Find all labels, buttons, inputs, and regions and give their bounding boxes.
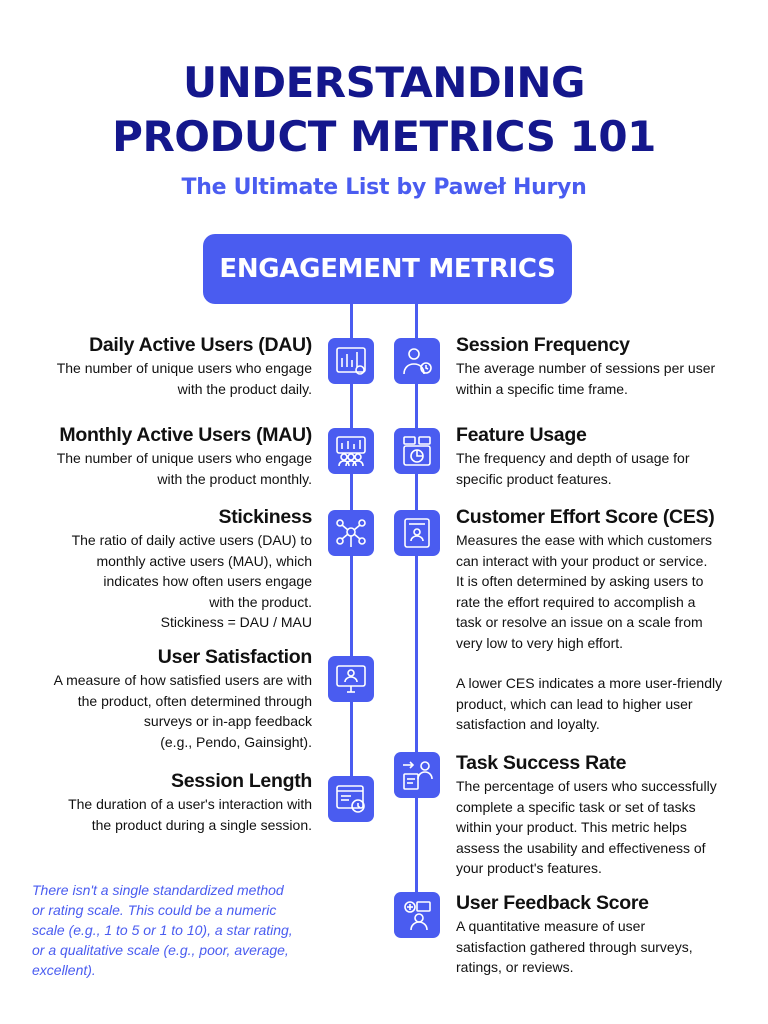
metric-dau: Daily Active Users (DAU) The number of u… (12, 334, 313, 399)
metric-description: The duration of a user's interaction wit… (68, 796, 312, 833)
network-icon (328, 510, 374, 556)
metric-description: The number of unique users who engage wi… (56, 450, 312, 487)
metric-description: The number of unique users who engage wi… (56, 360, 312, 397)
pie-chart-board-icon (394, 428, 440, 474)
metric-description: The percentage of users who successfully… (456, 778, 717, 877)
metric-description: A measure of how satisfied users are wit… (53, 672, 312, 750)
metric-user-feedback-score: User Feedback Score A quantitative measu… (456, 892, 756, 978)
metric-description: The average number of sessions per user … (456, 360, 716, 397)
metric-description: Measures the ease with which customers c… (456, 532, 712, 651)
page-title-line2: PRODUCT METRICS 101 (112, 112, 656, 161)
metric-title: Monthly Active Users (MAU) (59, 424, 312, 446)
metric-title: Customer Effort Score (CES) (456, 506, 715, 528)
metric-title: Daily Active Users (DAU) (89, 334, 312, 356)
timeline-right (415, 304, 418, 922)
user-clock-icon (394, 338, 440, 384)
page-subtitle: The Ultimate List by Paweł Huryn (181, 175, 587, 200)
metric-description: The frequency and depth of usage for spe… (456, 450, 690, 487)
metric-session-length: Session Length The duration of a user's … (12, 770, 312, 835)
footnote: There isn't a single standardized method… (32, 882, 293, 978)
metric-formula: Stickiness = DAU / MAU (160, 614, 312, 631)
users-group-icon (328, 428, 374, 474)
metric-note: A lower CES indicates a more user-friend… (456, 675, 723, 733)
metric-title: Task Success Rate (456, 752, 627, 774)
survey-user-icon (394, 510, 440, 556)
metric-title: User Satisfaction (157, 646, 313, 668)
metric-customer-effort-score: Customer Effort Score (CES) Measures the… (456, 506, 756, 735)
metric-title: Session Length (171, 770, 312, 792)
metric-user-satisfaction: User Satisfaction A measure of how satis… (12, 646, 313, 752)
metric-title: Stickiness (218, 506, 313, 528)
metric-mau: Monthly Active Users (MAU) The number of… (12, 424, 313, 489)
metric-stickiness: Stickiness The ratio of daily active use… (12, 506, 313, 633)
metric-session-frequency: Session Frequency The average number of … (456, 334, 756, 399)
section-title-badge: ENGAGEMENT METRICS (203, 234, 572, 304)
metric-title: Feature Usage (456, 424, 587, 446)
metric-title: User Feedback Score (456, 892, 649, 914)
monitor-user-icon (328, 656, 374, 702)
metric-description: A quantitative measure of user satisfact… (456, 918, 693, 976)
page-title-line1: UNDERSTANDING (182, 58, 586, 107)
metric-feature-usage: Feature Usage The frequency and depth of… (456, 424, 756, 489)
bar-chart-icon (328, 338, 374, 384)
metric-task-success-rate: Task Success Rate The percentage of user… (456, 752, 756, 879)
feedback-user-icon (394, 892, 440, 938)
browser-clock-icon (328, 776, 374, 822)
metric-description: The ratio of daily active users (DAU) to… (71, 532, 312, 610)
task-checklist-icon (394, 752, 440, 798)
metric-title: Session Frequency (456, 334, 630, 356)
